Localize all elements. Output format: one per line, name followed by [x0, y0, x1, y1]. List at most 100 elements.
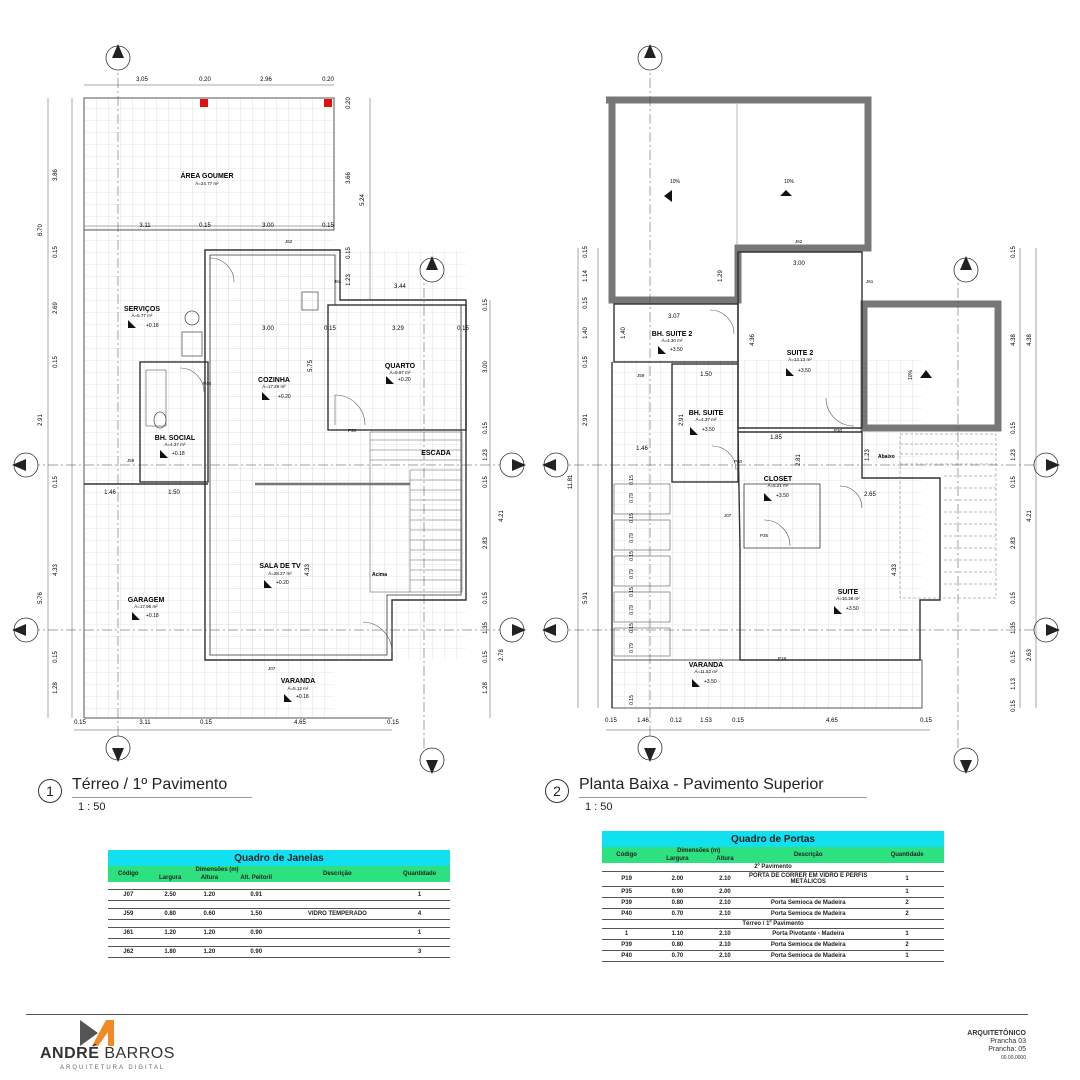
dim-text: 0.20 — [322, 77, 334, 83]
dim-text: 1.40 — [583, 327, 589, 339]
dim-text: 1.23 — [1011, 449, 1017, 461]
cell: 2.00 — [703, 886, 747, 898]
dim-text: 0.20 — [346, 97, 352, 109]
room-escada: ESCADA — [421, 450, 451, 457]
dim-text: 0.15 — [1011, 651, 1017, 663]
cell: 2.10 — [703, 950, 747, 962]
room-quarto: QUARTO Á=9.87 m² +0.20 — [385, 363, 416, 383]
dim-text: 1.50 — [168, 490, 180, 496]
room-closet: CLOSET Á=5.21 m² +3.50 — [764, 476, 793, 499]
cell: 2.50 — [148, 889, 192, 901]
level-marker-icon — [128, 320, 394, 702]
dim-text: 3.11 — [139, 720, 151, 726]
brand-name: ANDRÉ BARROS — [40, 1045, 175, 1063]
cell: 1.20 — [191, 889, 227, 901]
dim-text: 0.15 — [583, 246, 589, 258]
group-label: 2º Pavimento — [754, 864, 792, 870]
svg-text:Á=4.30 m²: Á=4.30 m² — [662, 337, 683, 343]
dim-text: 0.15 — [53, 651, 59, 663]
dim-text: 0.15 — [629, 475, 635, 485]
col-header: Dimensões (m) — [148, 866, 286, 874]
dim-text: 0.15 — [1011, 476, 1017, 488]
col-header: Descrição — [746, 847, 871, 863]
svg-text:GARAGEM: GARAGEM — [128, 597, 165, 604]
cell: 0.80 — [651, 897, 704, 909]
dim-text: 0.15 — [583, 297, 589, 309]
door-tag: P30 — [834, 428, 843, 433]
cell: Porta Semioca de Madeira — [746, 950, 871, 962]
dim-text: 1.28 — [483, 682, 489, 694]
cell: 1.10 — [651, 928, 704, 940]
cell: 1 — [870, 950, 944, 962]
slope-arrow-icon — [664, 190, 932, 378]
dim-text: 0.15 — [457, 326, 469, 332]
dim-text: 3.66 — [346, 172, 352, 184]
cell: 0.90 — [651, 886, 704, 898]
svg-text:BH. SUITE 2: BH. SUITE 2 — [652, 331, 693, 338]
table-row: J07 2.50 1.20 0.91 1 — [108, 889, 450, 901]
cell: 1.20 — [191, 946, 227, 958]
cell: P39 — [602, 897, 652, 909]
dim-text: 0.15 — [346, 247, 352, 259]
svg-text:+0.20: +0.20 — [276, 580, 289, 586]
dim-text: 6.70 — [38, 224, 44, 236]
svg-text:COZINHA: COZINHA — [258, 377, 290, 384]
dim-text: 4.65 — [294, 720, 306, 726]
cell: 0.80 — [148, 908, 192, 920]
title-underline — [72, 797, 252, 798]
table-row: 1 1.10 2.10 Porta Pivotante - Madeira 1 — [602, 928, 944, 940]
col-header: Código — [602, 847, 652, 863]
col-header: Código — [108, 866, 149, 882]
cell: 0.91 — [226, 889, 286, 901]
dim-text: 4.21 — [499, 510, 505, 522]
table-row: P40 0.70 2.10 Porta Semioca de Madeira 1 — [602, 950, 944, 962]
dim-text: 4.33 — [892, 564, 898, 576]
svg-text:Á=17.29 m²: Á=17.29 m² — [262, 383, 286, 389]
svg-text:BH. SUITE: BH. SUITE — [689, 410, 724, 417]
svg-text:Á=17.96 m²: Á=17.96 m² — [134, 603, 158, 609]
dim-text: 2.83 — [483, 537, 489, 549]
door-tag: P35 — [760, 533, 769, 538]
brand-name-light: BARROS — [99, 1045, 175, 1062]
svg-text:Á=24.77 m²: Á=24.77 m² — [195, 180, 219, 186]
cell: 2.10 — [703, 897, 747, 909]
room-suite-2: SUITE 2 Á=13.13 m² +3.50 — [787, 350, 814, 374]
dim-text: 0.15 — [583, 356, 589, 368]
cell: P35 — [602, 886, 652, 898]
svg-text:ESCADA: ESCADA — [421, 450, 451, 457]
dim-text: 3.44 — [394, 284, 406, 290]
cell — [746, 886, 871, 898]
staircase-2 — [899, 433, 997, 599]
cell: 2 — [870, 897, 944, 909]
slope-label: 10% — [784, 179, 795, 185]
window-tag: J59 — [637, 373, 645, 378]
windows-schedule-title: Quadro de Janelas — [108, 850, 450, 866]
col-header: Altura — [703, 855, 747, 863]
cell: J59 — [108, 908, 149, 920]
window-tag: J59 — [127, 458, 135, 463]
col-header: Quantidade — [389, 866, 450, 882]
balcony-columns — [613, 483, 671, 657]
plan-scale: 1 : 50 — [585, 801, 613, 813]
footer-divider — [26, 1014, 1028, 1015]
dim-text: 0.15 — [605, 718, 617, 724]
room-servicos: SERVIÇOS Á=5.77 m² +0.18 — [124, 306, 160, 329]
dim-text: 0.15 — [629, 513, 635, 523]
dim-text: 0.15 — [387, 720, 399, 726]
svg-text:VARANDA: VARANDA — [689, 662, 723, 669]
dim-text: 2.91 — [38, 414, 44, 426]
svg-text:+0.20: +0.20 — [278, 394, 291, 400]
table-row: P19 2.00 2.10 PORTA DE CORRER EM VIDRO E… — [602, 871, 944, 887]
cell: 0.60 — [191, 908, 227, 920]
cell: 1 — [870, 928, 944, 940]
dim-text: 0.15 — [53, 476, 59, 488]
svg-text:CLOSET: CLOSET — [764, 476, 793, 483]
svg-text:Á=9.87 m²: Á=9.87 m² — [390, 369, 411, 375]
window-tag: J61 — [866, 279, 874, 284]
dim-text: 1.29 — [718, 270, 724, 282]
dim-text: 5.75 — [308, 360, 314, 372]
cell: Porta Pivotante - Madeira — [746, 928, 871, 940]
dim-text: 0.15 — [483, 422, 489, 434]
dim-text: 0.15 — [629, 551, 635, 561]
title-underline — [579, 797, 867, 798]
